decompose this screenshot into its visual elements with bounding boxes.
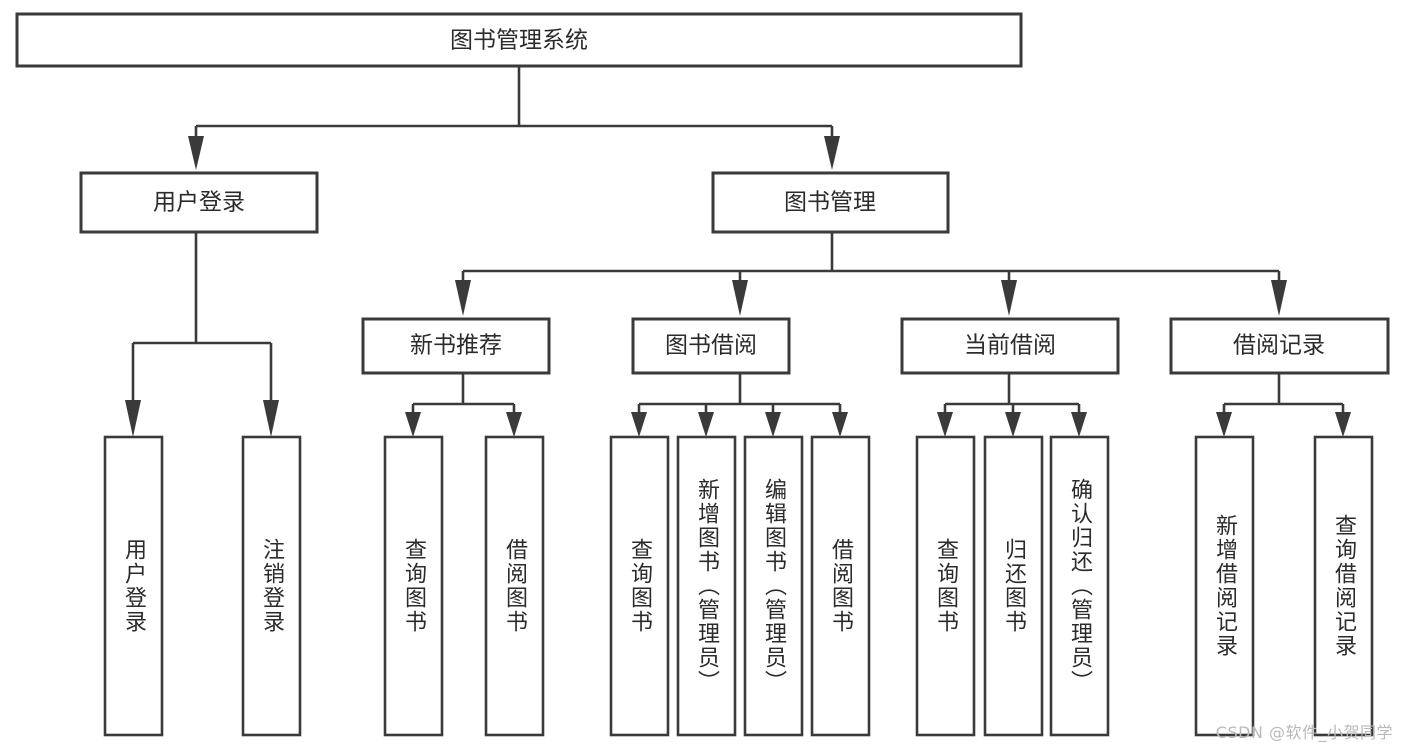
connector-group-book-borrow [631, 373, 848, 437]
arrow-head-borrow-record [1271, 280, 1287, 316]
arrow-head-leaf-logout [263, 400, 279, 437]
leaf-node-add-book-admin[interactable]: 新增图书（管理员） [676, 435, 737, 737]
watermark-text: CSDN @软件_小贺同学 [1215, 723, 1393, 742]
node-book-borrow-box [631, 317, 791, 375]
leaf-node-newbook-query-book[interactable]: 查询图书 [383, 435, 444, 737]
leaf-return-book-label: 归还图书 [1001, 538, 1027, 634]
leaf-confirm-return-box [1049, 435, 1110, 737]
node-book-borrow[interactable]: 图书借阅 [631, 317, 791, 375]
arrow-head-book-mgmt [824, 136, 840, 170]
node-root-label: 图书管理系统 [450, 28, 588, 54]
leaf-user-login-box [103, 435, 164, 737]
node-book-management[interactable]: 图书管理 [711, 171, 950, 234]
node-user-login-box [79, 171, 319, 234]
connector-group-current-borrow [937, 373, 1087, 437]
arrow-head-record-add [1216, 412, 1232, 437]
leaf-borrow-book-box [810, 435, 871, 737]
leaf-current-query-label: 查询图书 [933, 538, 959, 634]
arrow-head-borrow-edit [765, 412, 781, 437]
node-new-book-recommend-label: 新书推荐 [410, 333, 502, 359]
node-current-borrow-label: 当前借阅 [964, 333, 1056, 359]
node-borrow-record[interactable]: 借阅记录 [1169, 317, 1390, 375]
leaf-node-query-borrow-record[interactable]: 查询借阅记录 [1313, 435, 1374, 737]
node-user-login-label: 用户登录 [153, 190, 245, 216]
connector-group-user-login [125, 232, 279, 437]
leaf-node-return-book[interactable]: 归还图书 [983, 435, 1044, 737]
leaf-newbook-query-label: 查询图书 [401, 538, 427, 634]
leaf-node-borrow-book[interactable]: 借阅图书 [810, 435, 871, 737]
leaf-newbook-borrow-label: 借阅图书 [502, 538, 528, 634]
leaf-node-borrow-query-book[interactable]: 查询图书 [609, 435, 670, 737]
node-root-book-management-system[interactable]: 图书管理系统 [15, 12, 1023, 68]
node-new-book-recommend-box [361, 317, 551, 375]
leaf-query-record-box [1313, 435, 1374, 737]
connector-group-book-management [455, 232, 1287, 316]
leaf-add-book-label: 新增图书（管理员） [694, 478, 720, 694]
leaf-borrow-query-box [609, 435, 670, 737]
arrow-head-current-return [1005, 412, 1021, 437]
leaf-newbook-query-box [383, 435, 444, 737]
node-borrow-record-label: 借阅记录 [1233, 333, 1325, 359]
arrow-head-current-query [937, 412, 953, 437]
node-borrow-record-box [1169, 317, 1390, 375]
leaf-query-record-label: 查询借阅记录 [1331, 514, 1357, 658]
leaf-current-query-box [915, 435, 976, 737]
connector-group-borrow-record [1216, 373, 1351, 437]
node-root-box [15, 12, 1023, 68]
leaf-return-book-box [983, 435, 1044, 737]
leaf-edit-book-box [743, 435, 804, 737]
arrow-head-user-login [188, 136, 204, 170]
connector-group-root [188, 66, 840, 170]
arrow-head-current-confirm [1071, 412, 1087, 437]
arrow-head-current-borrow [1001, 280, 1017, 316]
leaf-add-record-box [1194, 435, 1255, 737]
leaf-node-logout[interactable]: 注销登录 [241, 435, 302, 737]
node-current-borrow[interactable]: 当前借阅 [900, 317, 1120, 375]
node-book-borrow-label: 图书借阅 [665, 333, 757, 359]
arrow-head-record-query [1335, 412, 1351, 437]
leaf-borrow-book-label: 借阅图书 [828, 538, 854, 634]
leaf-logout-box [241, 435, 302, 737]
leaf-node-add-borrow-record[interactable]: 新增借阅记录 [1194, 435, 1255, 737]
leaf-add-book-box [676, 435, 737, 737]
leaf-node-newbook-borrow-book[interactable]: 借阅图书 [484, 435, 545, 737]
leaf-edit-book-label: 编辑图书（管理员） [761, 478, 787, 694]
arrow-head-newbook-borrow [506, 412, 522, 437]
arrow-head-borrow [732, 280, 748, 316]
node-new-book-recommend[interactable]: 新书推荐 [361, 317, 551, 375]
node-book-management-box [711, 171, 950, 234]
arrow-head-newbook [455, 280, 471, 316]
arrow-head-borrow-borrow [832, 412, 848, 437]
leaf-user-login-label: 用户登录 [121, 538, 147, 634]
leaf-node-user-login[interactable]: 用户登录 [103, 435, 164, 737]
leaf-node-confirm-return-admin[interactable]: 确认归还（管理员） [1049, 435, 1110, 737]
node-user-login[interactable]: 用户登录 [79, 171, 319, 234]
leaf-confirm-return-label: 确认归还（管理员） [1067, 478, 1093, 694]
leaf-logout-label: 注销登录 [259, 538, 285, 634]
leaf-newbook-borrow-box [484, 435, 545, 737]
arrow-head-borrow-add [698, 412, 714, 437]
leaf-borrow-query-label: 查询图书 [627, 538, 653, 634]
leaf-node-current-query-book[interactable]: 查询图书 [915, 435, 976, 737]
leaf-add-record-label: 新增借阅记录 [1212, 514, 1238, 658]
arrow-head-borrow-query [631, 412, 647, 437]
leaf-node-edit-book-admin[interactable]: 编辑图书（管理员） [743, 435, 804, 737]
connector-group-new-book [405, 373, 522, 437]
arrow-head-newbook-query [405, 412, 421, 437]
node-current-borrow-box [900, 317, 1120, 375]
node-book-management-label: 图书管理 [784, 190, 876, 216]
arrow-head-leaf-user-login [125, 400, 141, 437]
